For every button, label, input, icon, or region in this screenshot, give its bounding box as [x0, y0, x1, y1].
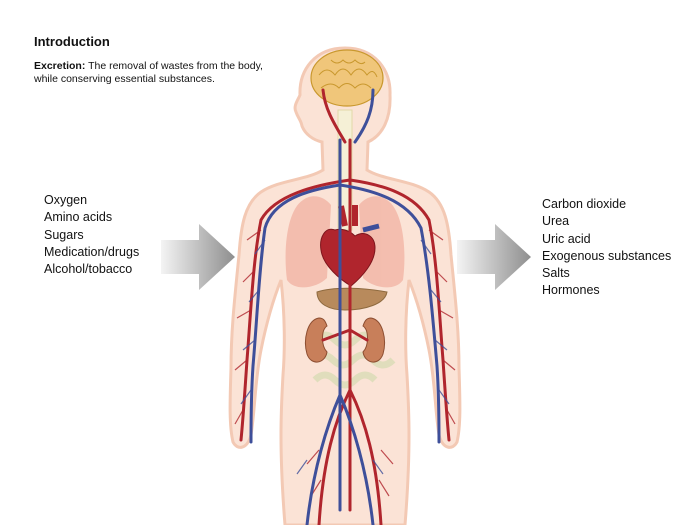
veins — [249, 88, 441, 525]
lungs — [285, 196, 405, 288]
input-substances-list: Oxygen Amino acids Sugars Medication/dru… — [44, 192, 139, 278]
artery-branches — [234, 229, 456, 497]
heart — [320, 205, 380, 287]
human-body-illustration — [228, 46, 462, 525]
list-item: Amino acids — [44, 210, 113, 225]
output-substances-list: Carbon dioxide Urea Uric acid Exogenous … — [542, 196, 671, 300]
list-item: Alcohol/tobacco — [44, 262, 133, 277]
list-item: Oxygen — [44, 193, 88, 207]
definition-term: Excretion: — [34, 60, 86, 72]
list-item: Medication/drugs — [44, 244, 140, 259]
kidneys — [305, 317, 385, 363]
list-item: Salts — [542, 266, 570, 281]
list-item: Uric acid — [542, 231, 591, 246]
list-item: Urea — [542, 214, 570, 229]
arrow-right-icon — [457, 224, 531, 290]
arrow-right-icon — [161, 224, 235, 290]
list-item: Hormones — [542, 283, 600, 298]
page-title: Introduction — [34, 34, 110, 49]
definition-paragraph: Excretion: The removal of wastes from th… — [34, 60, 274, 86]
brain — [310, 49, 384, 107]
intestines — [310, 331, 396, 389]
list-item: Sugars — [44, 227, 84, 242]
list-item: Exogenous substances — [542, 248, 672, 263]
vein-branches — [240, 239, 450, 475]
body-silhouette — [228, 46, 462, 525]
definition-text: The removal of wastes from the body, whi… — [34, 60, 263, 85]
arteries — [239, 88, 451, 525]
list-item: Carbon dioxide — [542, 197, 627, 211]
liver — [316, 287, 388, 311]
